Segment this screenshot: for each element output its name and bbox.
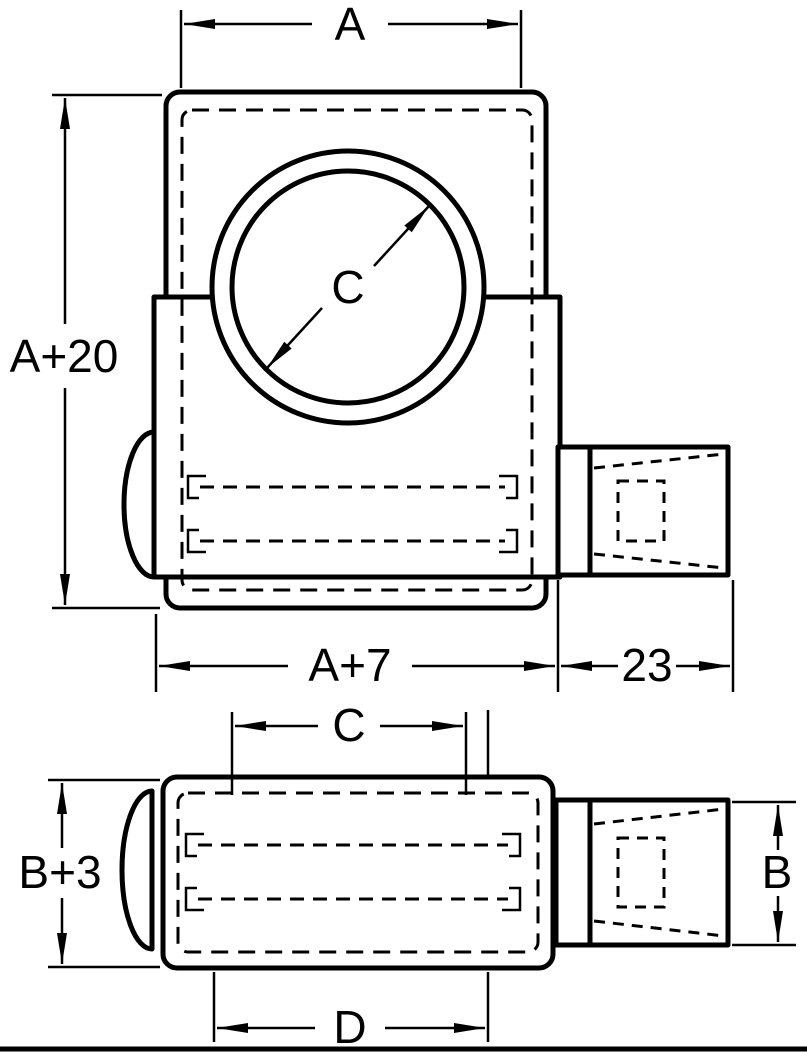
connector-socket-hidden-bottom: [616, 836, 666, 909]
dim-label-23: 23: [621, 639, 672, 691]
left-boss-bottom: [119, 788, 155, 952]
dim-label-b-plus-3: B+3: [18, 846, 101, 898]
dim-label-a-plus-7: A+7: [308, 639, 391, 691]
hidden-inner-body-top: [180, 108, 534, 592]
dim-label-c-diameter: C: [331, 261, 364, 313]
bore-step-bottom-right-lower: [502, 886, 522, 912]
bore-step-bottom-right-upper: [502, 832, 522, 858]
connector-socket-hidden-top: [616, 479, 666, 543]
bore-step-bottom-left-upper: [184, 832, 204, 858]
connector-body-bottom: [553, 797, 731, 948]
connector-body-top: [555, 444, 731, 578]
body-outline-bottom: [160, 774, 556, 971]
bore-step-top-left-lower: [186, 528, 206, 554]
dimension-b-plus-3: B+3: [18, 778, 160, 969]
dim-label-a-plus-20: A+20: [10, 330, 119, 382]
top-view: A A+20 A+7 23 C: [10, 0, 735, 692]
bore-step-top-right-lower: [499, 528, 519, 554]
connector-taper-hidden-bottom-2: [593, 919, 725, 938]
dim-label-a: A: [335, 0, 366, 50]
dimension-a-plus-20: A+20: [10, 93, 162, 610]
dim-label-b: B: [762, 846, 793, 898]
dimension-a: A: [179, 0, 523, 88]
left-boss-top: [121, 429, 157, 580]
connector-taper-hidden-top-1: [593, 452, 725, 470]
dimension-a-plus-7: A+7: [154, 580, 560, 692]
hidden-inner-body-bottom: [176, 791, 540, 954]
dimension-23: 23: [561, 580, 735, 692]
dimension-line: [266, 307, 323, 369]
bore-step-bottom-left-lower: [184, 886, 204, 912]
dimension-line: [373, 205, 430, 267]
dimension-c-diameter: C: [266, 205, 430, 369]
connector-taper-hidden-bottom-1: [593, 807, 725, 826]
bore-step-top-left-upper: [186, 474, 206, 500]
dimension-c-width: C: [230, 699, 490, 795]
dimension-d: D: [212, 972, 490, 1052]
connector-taper-hidden-top-2: [593, 552, 725, 570]
dimension-b: B: [732, 800, 796, 947]
dim-label-d: D: [333, 1001, 366, 1052]
bore-inner-circle: [229, 168, 467, 406]
bore-step-top-right-upper: [499, 474, 519, 500]
bottom-view: C B+3 B D: [18, 699, 796, 1052]
dim-label-c-width: C: [332, 699, 365, 751]
